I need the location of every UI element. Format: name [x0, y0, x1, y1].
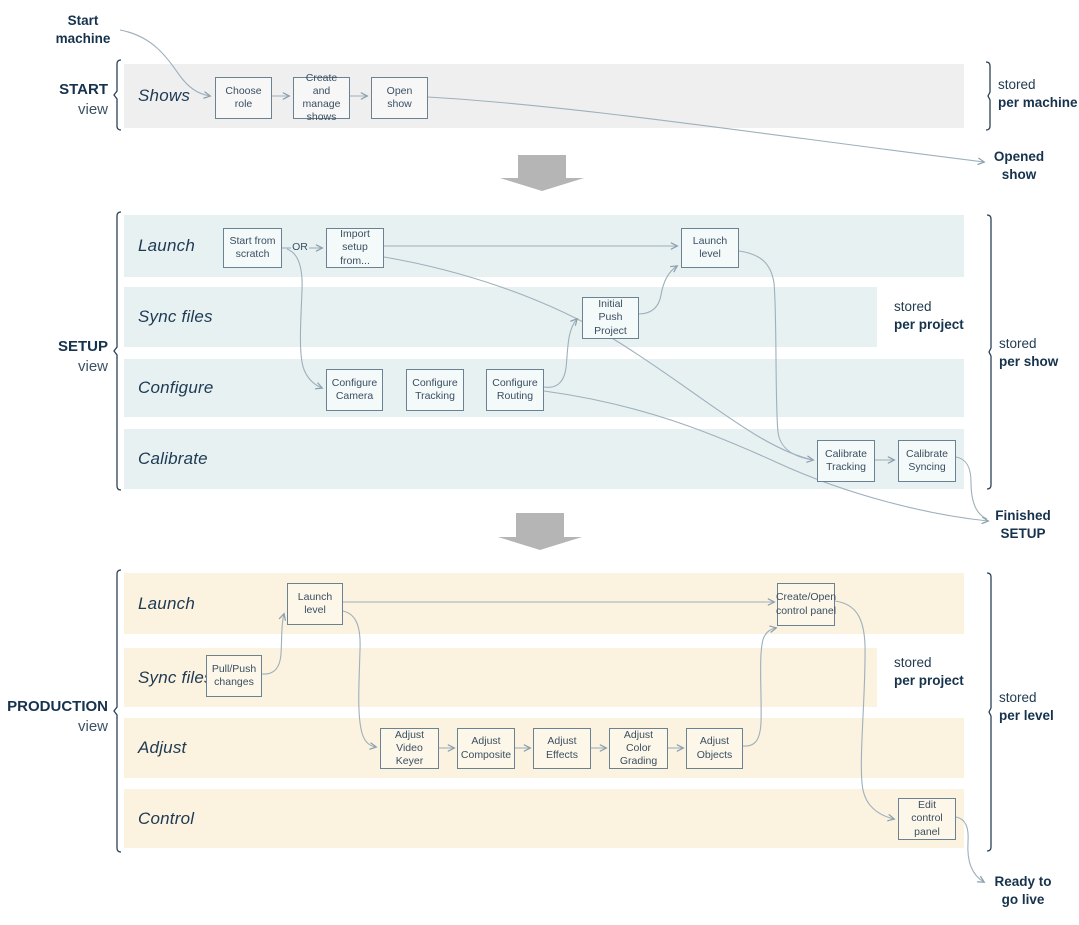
section-title-start: START view	[18, 80, 108, 119]
setup-title: SETUP	[57, 338, 108, 355]
stored-label: stored	[894, 299, 932, 314]
lane-label-setup-configure: Configure	[138, 378, 214, 397]
annotation-ready-go-live: Ready to go live	[994, 874, 1052, 907]
lane-label-prod-adjust: Adjust	[138, 738, 187, 757]
brace-setup-left	[113, 211, 122, 491]
note-prod-stored-per-project: stored per project	[894, 654, 964, 690]
setup-configure-band	[124, 359, 964, 417]
conn-routing-finishedsetup	[543, 390, 988, 521]
brace-start-right	[985, 61, 991, 131]
node-open-show: Open show	[371, 77, 428, 119]
start-subtitle: view	[77, 100, 108, 118]
conn-pullpush-launchlevel	[261, 614, 284, 675]
stored-label: stored	[999, 336, 1037, 351]
node-adjust-objects: Adjust Objects	[686, 728, 743, 769]
or-junction-label: OR	[292, 241, 308, 253]
setup-subtitle: view	[77, 357, 108, 375]
annotation-opened-show: Opened show	[993, 149, 1045, 182]
annotation-finished-setup: Finished SETUP	[995, 508, 1051, 541]
prod-control-band	[124, 789, 964, 848]
production-title: PRODUCTION	[7, 698, 108, 715]
section-title-production: PRODUCTION view	[0, 697, 108, 736]
node-prod-launch-level: Launch level	[287, 583, 343, 625]
node-adjust-video-keyer: Adjust Video Keyer	[380, 728, 439, 769]
note-setup-stored-per-project: stored per project	[894, 298, 964, 334]
stored-label: stored	[894, 655, 932, 670]
node-adjust-color-grading: Adjust Color Grading	[609, 728, 668, 769]
note-stored-per-level: stored per level	[999, 689, 1054, 725]
node-edit-control-panel: Edit control panel	[898, 798, 956, 840]
note-stored-per-show: stored per show	[999, 335, 1058, 371]
conn-createopen-editpanel	[834, 600, 894, 819]
section-down-arrows	[498, 155, 584, 550]
stored-scope: per machine	[998, 95, 1078, 111]
annotation-start-machine: Start machine	[55, 13, 111, 46]
setup-syncfiles-band	[124, 287, 877, 347]
lane-label-prod-launch: Launch	[138, 593, 195, 613]
node-calibrate-syncing: Calibrate Syncing	[898, 440, 956, 482]
conn-launchlevel-videokeyer	[342, 610, 376, 747]
section-braces	[113, 59, 992, 853]
node-start-from-scratch: Start from scratch	[223, 228, 282, 268]
node-create-open-control-panel: Create/Open control panel	[776, 583, 836, 626]
stored-scope: per project	[894, 673, 964, 689]
lane-label-prod-sync: Sync files	[138, 667, 213, 687]
section-title-setup: SETUP view	[18, 337, 108, 376]
conn-objects-createopen	[742, 628, 776, 747]
stored-label: stored	[998, 77, 1036, 92]
node-configure-camera: Configure Camera	[326, 369, 383, 411]
conn-openshow-openedshow	[427, 96, 984, 162]
conn-import-caltracking	[383, 256, 814, 461]
production-subtitle: view	[77, 717, 108, 735]
node-adjust-composite: Adjust Composite	[457, 728, 515, 769]
start-title: START	[59, 81, 108, 98]
stored-scope: per project	[894, 317, 964, 333]
conn-calsyncing-finishedsetup	[955, 456, 988, 520]
stored-scope: per show	[999, 354, 1059, 370]
lane-label-setup-launch: Launch	[138, 236, 195, 255]
node-calibrate-tracking: Calibrate Tracking	[817, 440, 875, 482]
conn-initialpush-launchlevel	[637, 266, 677, 315]
conn-launchlevel-caltracking	[738, 250, 813, 460]
node-setup-launch-level: Launch level	[681, 228, 739, 268]
node-import-setup-from: Import setup from...	[326, 228, 384, 268]
node-adjust-effects: Adjust Effects	[533, 728, 591, 769]
node-create-manage-shows: Create and manage shows	[293, 72, 350, 123]
node-pull-push-changes: Pull/Push changes	[206, 655, 262, 697]
conn-or-confcamera	[286, 248, 322, 388]
conn-editpanel-readylive	[955, 816, 984, 882]
conn-startmachine-chooserole	[119, 29, 210, 96]
brace-prod-right	[986, 572, 992, 852]
lane-label-prod-control: Control	[138, 808, 195, 828]
lane-label-setup-sync: Sync files	[138, 307, 213, 326]
node-configure-tracking: Configure Tracking	[406, 369, 464, 411]
stored-label: stored	[999, 690, 1037, 705]
note-stored-per-machine: stored per machine	[998, 76, 1078, 112]
node-initial-push-project: Initial Push Project	[582, 297, 639, 339]
brace-setup-right	[986, 214, 992, 490]
stored-scope: per level	[999, 708, 1054, 724]
lane-label-setup-calibrate: Calibrate	[138, 449, 208, 468]
brace-prod-left	[113, 569, 122, 853]
lane-label-shows: Shows	[138, 86, 191, 105]
flow-connectors	[119, 29, 988, 882]
brace-start-left	[113, 59, 122, 131]
down-arrow-1	[500, 155, 584, 191]
node-configure-routing: Configure Routing	[486, 369, 544, 411]
down-arrow-2	[498, 513, 582, 550]
conn-routing-initialpush	[543, 319, 577, 388]
node-choose-role: Choose role	[215, 77, 272, 119]
